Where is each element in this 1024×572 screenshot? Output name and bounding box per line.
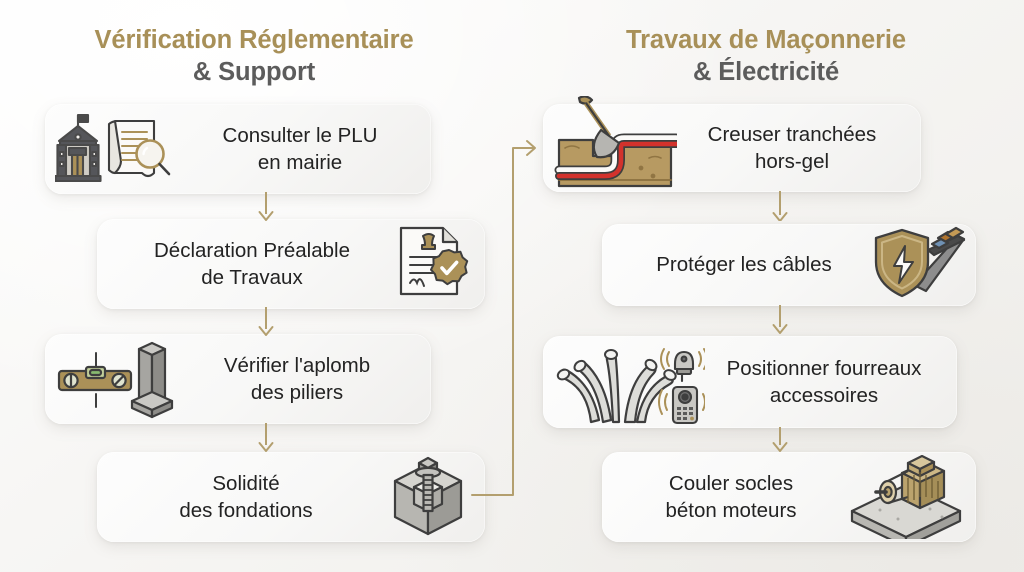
card-label: Positionner fourreaux accessoires	[726, 356, 922, 407]
card-positionner-fourreaux[interactable]: Positionner fourreaux accessoires	[543, 336, 957, 428]
column-heading-right-line2: & Électricité	[692, 57, 840, 86]
card-label: Couler socles béton moteurs	[665, 471, 797, 522]
flow-arrow-left-3-4	[258, 423, 274, 452]
card-label: Solidité des fondations	[179, 471, 313, 522]
card-label: Vérifier l'aplomb des piliers	[223, 353, 371, 404]
flow-arrow-left-1-2	[258, 192, 274, 221]
card-consulter-plu[interactable]: Consulter le PLU en mairie	[45, 104, 431, 194]
townhall-document-magnifier-icon	[55, 110, 183, 188]
anchor-bolt-concrete-icon	[381, 453, 475, 541]
card-couler-socles[interactable]: Couler socles béton moteurs	[602, 452, 976, 542]
card-declaration-prealable[interactable]: Déclaration Préalable de Travaux	[97, 219, 485, 309]
shield-cable-icon	[872, 224, 968, 306]
shovel-trench-cable-icon	[553, 96, 677, 200]
card-label: Consulter le PLU en mairie	[222, 123, 378, 174]
card-creuser-tranchees[interactable]: Creuser tranchées hors-gel	[543, 96, 921, 192]
flow-arrow-right-2-3	[772, 305, 788, 334]
column-heading-left: Vérification Réglementaire & Support	[44, 25, 464, 88]
card-solidite-fondations[interactable]: Solidité des fondations	[97, 452, 485, 542]
conduits-siren-intercom-icon	[551, 338, 705, 426]
card-label: Déclaration Préalable de Travaux	[153, 238, 350, 289]
spirit-level-pillar-icon	[53, 339, 179, 419]
card-proteger-cables[interactable]: Protéger les câbles	[602, 224, 976, 306]
flow-arrow-right-1-2	[772, 191, 788, 221]
card-label: Creuser tranchées hors-gel	[707, 122, 877, 173]
card-label: Protéger les câbles	[656, 253, 832, 277]
flow-arrow-left-2-3	[258, 307, 274, 336]
column-heading-left-line1: Vérification Réglementaire	[94, 26, 414, 54]
stamped-document-approved-icon	[393, 224, 477, 304]
card-verifier-aplomb[interactable]: Vérifier l'aplomb des piliers	[45, 334, 431, 424]
column-heading-right-line1: Travaux de Maçonnerie	[626, 26, 906, 54]
motor-concrete-slab-icon	[846, 455, 966, 539]
column-heading-right: Travaux de Maçonnerie & Électricité	[556, 25, 976, 88]
column-heading-left-line2: & Support	[192, 57, 316, 86]
